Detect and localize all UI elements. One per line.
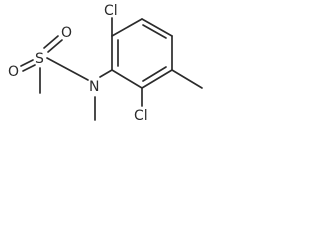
- bond-ring-to-methyl: [171, 69, 203, 89]
- double-bond-s-o-lower: [20, 59, 36, 72]
- double-bond-s-o-upper: [43, 35, 63, 53]
- benzene-ring: [111, 18, 173, 89]
- ring-bond-c2-c3-inner: [142, 24, 167, 39]
- atom-sulfur: S: [35, 51, 44, 67]
- atom-cl-top: Cl: [104, 3, 118, 19]
- bond-ring-to-nitrogen: [99, 69, 113, 78]
- ring-bond-c1-c2: [111, 18, 143, 37]
- atom-oxygen-upper: O: [61, 25, 72, 41]
- atom-cl-bottom: Cl: [134, 108, 148, 124]
- bond-nitrogen-to-sulfur: [46, 57, 89, 81]
- ring-bond-c4-c5-inner: [142, 66, 167, 82]
- structure-canvas: Cl Cl S O O N: [0, 0, 216, 138]
- ring-bond-c2-c3: [141, 18, 173, 37]
- atom-nitrogen: N: [89, 79, 99, 95]
- atom-oxygen-lower: O: [8, 64, 19, 80]
- ring-bond-c5-c6: [111, 69, 143, 89]
- molecule-drawing: Cl Cl S O O N: [8, 3, 203, 124]
- ring-bond-c4-c5: [141, 69, 173, 89]
